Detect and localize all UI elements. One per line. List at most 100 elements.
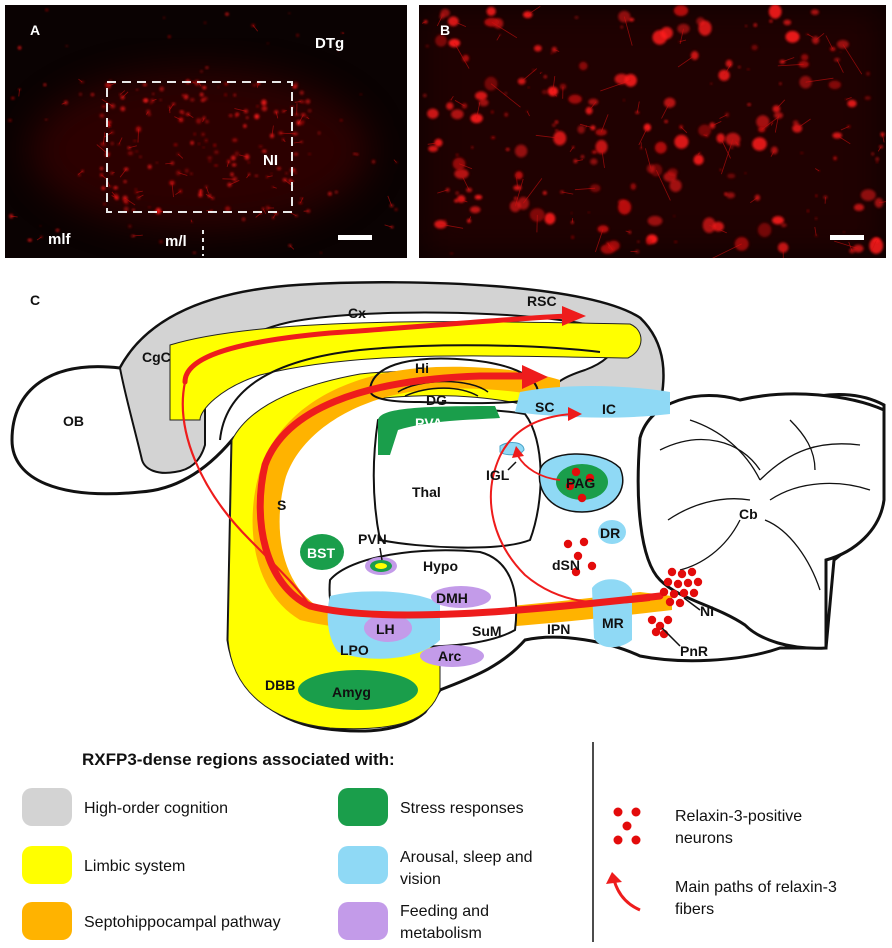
legend: RXFP3-dense regions associated with: Hig… [22,742,837,942]
region-pag [556,464,608,500]
fiber-main [256,372,664,619]
region-pva [378,406,500,455]
region-amyg [298,670,418,710]
legend-neuron-dot [613,835,623,845]
legend-label-limbic: Limbic system [84,858,185,875]
inset-box [106,81,293,213]
label-pnr: PnR [680,643,708,659]
legend-swatch-cognition [22,788,72,826]
fiber-cortex-drop [181,381,311,607]
fiber-pag-igl [517,455,561,481]
relaxin-neuron-dot [679,588,689,598]
legend-swatch-limbic [22,846,72,884]
relaxin-neuron-dot [579,537,589,547]
legend-neuron-dot [631,835,641,845]
region-lh [364,614,412,642]
label-ml: m/l [165,233,187,250]
ni-leader [683,597,701,611]
relaxin-neuron-dot [571,567,581,577]
relaxin-neuron-dot [651,627,661,637]
label-dr: DR [600,525,620,541]
legend-label-stress: Stress responses [400,800,524,817]
label-cgc: CgC [142,349,171,365]
pnr-leader [661,627,681,647]
label-s: S [277,497,286,513]
relaxin-neuron-dot [577,493,587,503]
legend-title: RXFP3-dense regions associated with: [82,750,395,769]
relaxin-neuron-dot [563,539,573,549]
fiber-thin-loop-head [568,407,582,421]
panel-b-letter: B [440,22,450,38]
fiber-main-head [522,365,548,389]
label-dtg: DTg [315,35,344,52]
region-dmh [431,586,491,608]
scale-bar-b [830,235,864,240]
relaxin-neuron-dot [693,577,703,587]
legend-swatch-stress [338,788,388,826]
pvn-leader [379,547,383,561]
relaxin-neuron-dot [667,567,677,577]
legend-neuron-dots-icon [613,807,641,845]
relaxin-neuron-dot [677,569,687,579]
label-dmh: DMH [436,590,468,606]
relaxin-neuron-dot [587,561,597,571]
dentate-gyrus-line-2 [404,387,479,397]
label-pva: PVA [415,415,443,431]
legend-swatch-feeding [338,902,388,940]
fluorescent-neurons-b [421,5,886,258]
relaxin-neuron-dot [573,551,583,561]
relaxin-neuron-dot [675,598,685,608]
label-pag: PAG [566,475,595,491]
label-arc: Arc [438,648,462,664]
relaxin-neuron-dot [687,567,697,577]
legend-label-septohippocampal: Septohippocampal pathway [84,914,281,931]
fiber-cortex [182,313,571,385]
label-amyg: Amyg [332,684,371,700]
label-pvn: PVN [358,531,387,547]
legend-fiber-arrow-icon [612,879,641,912]
region-pvn-inner [375,563,387,569]
label-mr: MR [602,615,624,631]
panel-b: B [419,5,886,258]
fiber-pag-igl-head [512,446,524,458]
corpus-callosum [219,344,601,441]
panel-a-letter: A [30,22,40,38]
label-ob: OB [63,413,84,429]
label-cx: Cx [348,305,366,321]
panel-c-letter: C [30,292,40,308]
label-rsc: RSC [527,293,557,309]
label-cb: Cb [739,506,758,522]
label-thal: Thal [412,484,441,500]
label-ni: NI [700,603,714,619]
relaxin-neuron-dot [663,615,673,625]
region-dr [598,520,626,544]
label-bst: BST [307,545,335,561]
igl-leader [507,461,517,471]
relaxin-neuron-dot [669,589,679,599]
label-sum: SuM [472,623,502,639]
relaxin-neuron-dot [571,467,581,477]
relaxin-neuron-dot [663,577,673,587]
relaxin-neuron-dot [565,481,575,491]
region-bst [300,534,344,570]
legend-label-cognition: High-order cognition [84,800,228,817]
relaxin-neuron-dot [689,588,699,598]
legend-swatch-septohippocampal [22,902,72,940]
region-arc [420,645,484,667]
relaxin-neuron-dot [647,615,657,625]
scale-bar-a [338,235,372,240]
relaxin-neuron-dot [673,579,683,589]
label-lpo: LPO [340,642,369,658]
relaxin-neuron-dot [585,473,595,483]
label-igl: IGL [486,467,510,483]
label-ni-a: NI [263,152,278,169]
fiber-thin-loop [489,413,651,604]
label-dg: DG [426,392,447,408]
region-thalamus [372,408,542,549]
relaxin-neuron-dot [659,587,669,597]
legend-neuron-dot [613,807,623,817]
